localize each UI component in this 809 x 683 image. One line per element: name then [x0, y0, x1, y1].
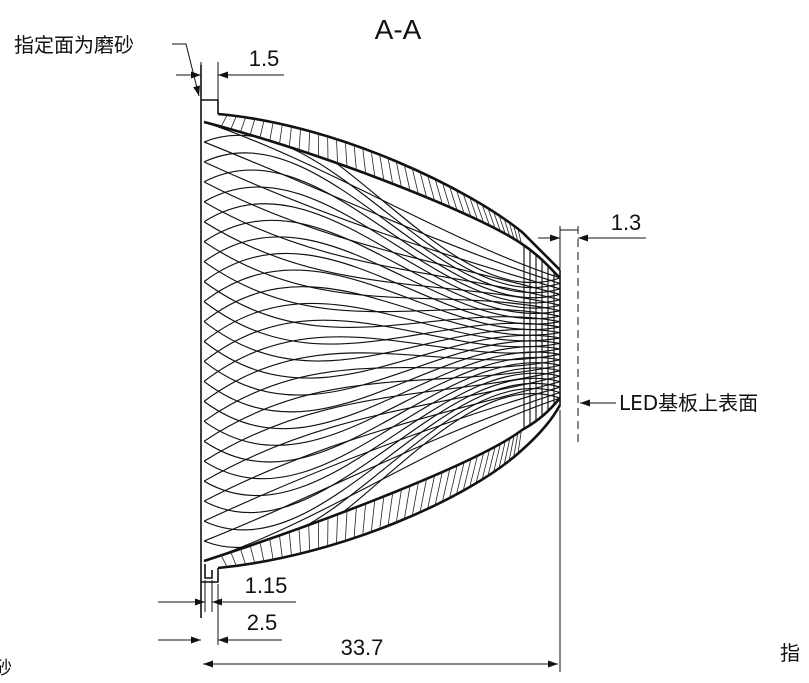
- led-board-label: LED基板上表面: [619, 391, 758, 415]
- reflector-body-outline: [200, 65, 562, 618]
- clipped-text-right: 指: [780, 641, 800, 665]
- wall-hatching: [220, 114, 522, 568]
- dimension-flange-value: 1.5: [249, 46, 280, 71]
- dimension-step-small-value: 1.15: [245, 573, 288, 598]
- dimension-overall: 33.7: [203, 410, 561, 672]
- dimension-tip: 1.3: [538, 210, 646, 268]
- dimension-step-large: 2.5: [158, 584, 282, 645]
- frosted-surface-label: 指定面为磨砂: [14, 33, 134, 57]
- dimension-step-large-value: 2.5: [247, 610, 278, 635]
- dimension-overall-value: 33.7: [341, 635, 384, 660]
- dimension-step-small: 1.15: [158, 573, 296, 612]
- frosted-surface-callout: 指定面为磨砂: [14, 33, 200, 97]
- dimension-tip-value: 1.3: [611, 210, 642, 235]
- section-title: A-A: [375, 14, 422, 45]
- reflector-facet-mesh: [204, 122, 560, 561]
- dimension-flange: 1.5: [176, 46, 284, 100]
- led-board-callout: LED基板上表面: [580, 391, 758, 415]
- clipped-text-left: 砂: [0, 658, 12, 679]
